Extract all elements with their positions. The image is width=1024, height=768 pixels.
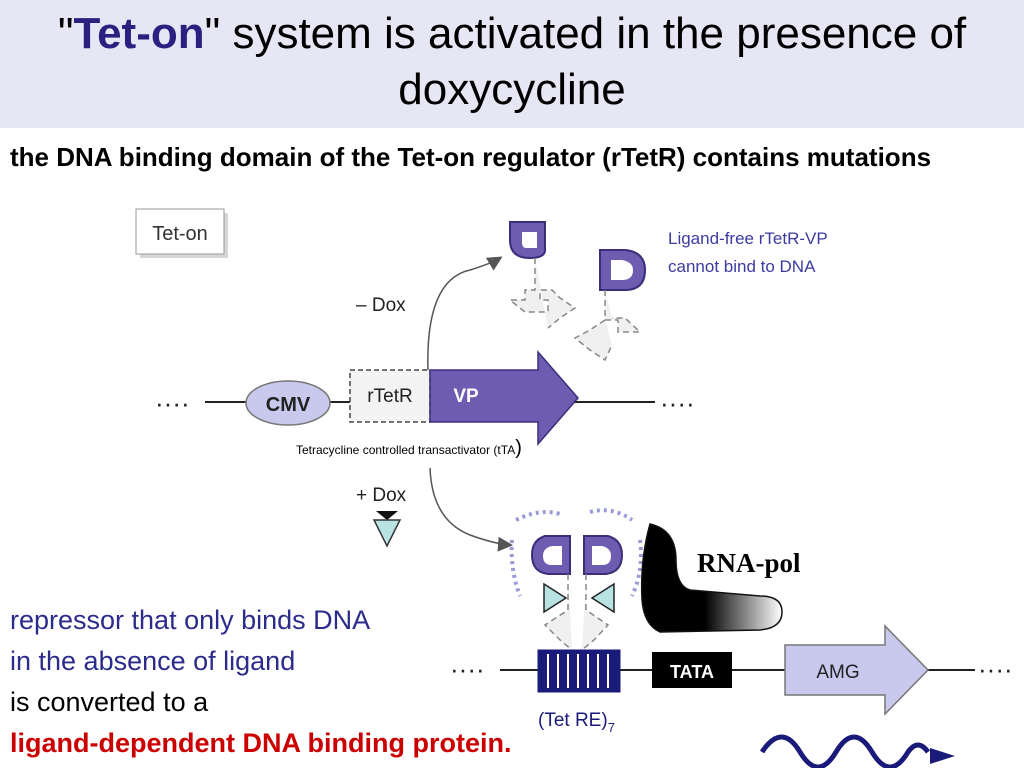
tet-on-box: Tet-on [135, 208, 228, 258]
title-band [0, 0, 1024, 128]
dots-left-bottom: ···· [450, 654, 485, 684]
tta-label: Tetracycline controlled transactivator (… [296, 437, 522, 459]
bottom-line-3: is converted to a [10, 687, 209, 717]
title-rest: system is activated in the presence of d… [220, 9, 967, 114]
dox-bound-right-icon [590, 582, 615, 614]
rna-pol-shape [640, 523, 783, 633]
dox-triangle-icon [372, 519, 402, 548]
dots-left-top: ···· [155, 388, 190, 418]
plus-dox-arrow [429, 467, 513, 552]
tet-on-box-label: Tet-on [152, 223, 208, 245]
subtitle: the DNA binding domain of the Tet-on reg… [10, 142, 932, 172]
tta-label-text: Tetracycline controlled transactivator (… [296, 443, 515, 457]
mrna-arrow-icon [930, 748, 955, 764]
vp-label: VP [453, 386, 479, 407]
rtetr-construct: ···· ···· CMV rTetR VP [155, 349, 695, 447]
dots-right-top: ···· [660, 388, 695, 418]
bound-rtetr-dimer [509, 508, 643, 651]
bottom-line-1: repressor that only binds DNA [10, 605, 371, 635]
tet-re-subscript: 7 [608, 720, 615, 735]
title-highlight: Tet-on [73, 9, 205, 58]
tata-label: TATA [670, 662, 714, 682]
tta-close-paren: ) [515, 437, 522, 459]
dox-bound-left-icon [543, 582, 568, 614]
tet-re-text: (Tet RE) [538, 710, 608, 731]
ligand-free-line1: Ligand-free rTetR-VP [668, 229, 828, 248]
free-rtetr-molecule-2 [573, 249, 647, 362]
title-quote-close: " [204, 9, 221, 58]
rtetr-label: rTetR [367, 386, 412, 407]
free-rtetr-molecule-1 [507, 221, 577, 329]
dox-small-icon [376, 511, 398, 520]
bottom-text: repressor that only binds DNA in the abs… [10, 600, 650, 764]
plus-dox-label: + Dox [356, 485, 407, 506]
bottom-line-2: in the absence of ligand [10, 646, 296, 676]
dots-right-bottom: ···· [978, 654, 1013, 684]
tet-re-label: (Tet RE)7 [538, 710, 615, 735]
page-title: "Tet-on" system is activated in the pres… [0, 6, 1024, 118]
mrna-wave-icon [759, 734, 931, 768]
title-quote-open: " [57, 9, 74, 58]
minus-dox-arrow [427, 256, 503, 373]
rna-pol-label: RNA-pol [697, 548, 801, 578]
ligand-free-line2: cannot bind to DNA [668, 257, 816, 276]
response-construct: ···· ···· TATA AMG (Tet RE)7 [450, 624, 1013, 735]
minus-dox-label: – Dox [356, 295, 406, 316]
amg-label: AMG [816, 662, 859, 683]
cmv-label: CMV [266, 394, 311, 416]
bottom-line-4: ligand-dependent DNA binding protein. [10, 728, 512, 758]
